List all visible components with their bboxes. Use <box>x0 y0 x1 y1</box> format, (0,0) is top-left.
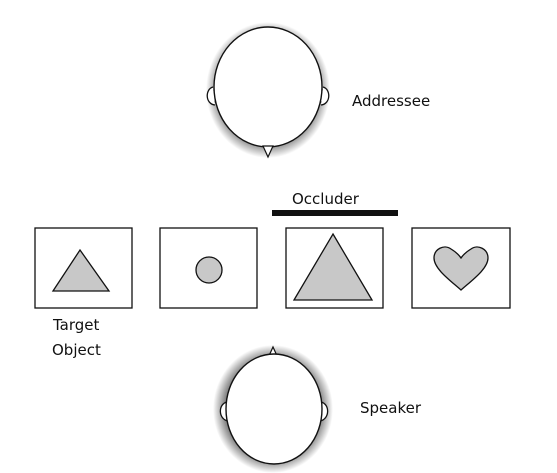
speaker-head-outline <box>225 353 323 465</box>
addressee-label: Addressee <box>352 92 430 110</box>
occluder-bar <box>272 210 398 216</box>
speaker-label: Speaker <box>360 399 422 417</box>
speaker-head-icon <box>213 345 333 473</box>
circle-icon <box>195 256 223 284</box>
target-label-line1: Target <box>52 316 100 334</box>
panel-circle <box>159 227 258 309</box>
panel-occluded <box>285 227 384 309</box>
addressee-head-icon <box>206 22 330 159</box>
occluder-label: Occluder <box>292 190 360 208</box>
addressee-nose-icon <box>262 145 274 159</box>
addressee-head-outline <box>213 26 323 148</box>
triangle-large-icon <box>292 232 374 301</box>
panel-target <box>34 227 133 309</box>
panel-heart <box>411 227 511 309</box>
triangle-small-icon <box>51 248 111 292</box>
heart-icon <box>433 246 489 291</box>
target-label-line2: Object <box>52 341 101 359</box>
